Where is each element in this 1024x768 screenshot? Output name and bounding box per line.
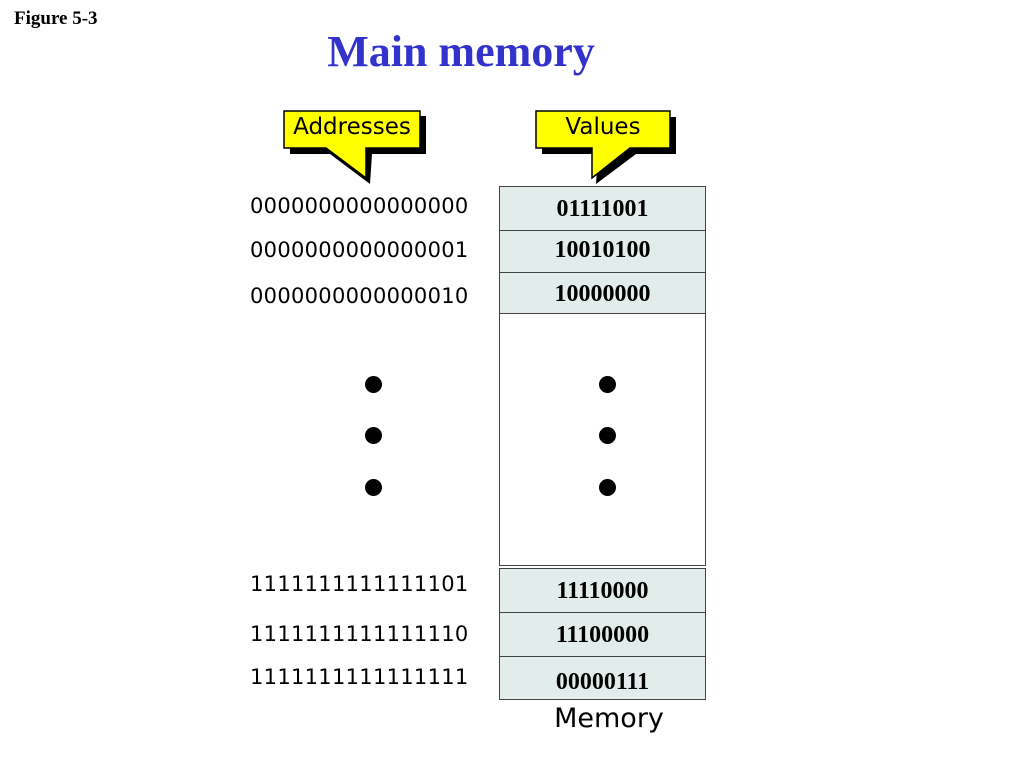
addresses-callout-bubble — [283, 110, 421, 180]
ellipsis-dot-address-2 — [365, 427, 382, 444]
address-row-bottom-2: 1111111111111111 — [250, 665, 469, 689]
memory-cell-0: 01111001 — [499, 186, 706, 231]
figure-label: Figure 5-3 — [14, 8, 98, 29]
memory-label: Memory — [554, 703, 664, 734]
addresses-callout-label: Addresses — [293, 114, 411, 140]
ellipsis-dot-memory-2 — [599, 427, 616, 444]
memory-cell-2: 10000000 — [499, 272, 706, 314]
address-row-1: 0000000000000001 — [250, 238, 469, 262]
address-row-0: 0000000000000000 — [250, 194, 469, 218]
page-title: Main memory — [327, 27, 595, 76]
memory-cell-1: 10010100 — [499, 230, 706, 273]
address-row-bottom-1: 1111111111111110 — [250, 622, 469, 646]
address-row-bottom-0: 1111111111111101 — [250, 572, 469, 596]
values-callout-bubble — [535, 110, 671, 180]
ellipsis-dot-memory-3 — [599, 479, 616, 496]
memory-cell-bottom-0: 11110000 — [499, 568, 706, 613]
values-callout-label: Values — [565, 114, 641, 140]
ellipsis-dot-address-3 — [365, 479, 382, 496]
memory-cell-bottom-1: 11100000 — [499, 612, 706, 657]
address-row-2: 0000000000000010 — [250, 284, 469, 308]
ellipsis-dot-memory-1 — [599, 376, 616, 393]
ellipsis-dot-address-1 — [365, 376, 382, 393]
memory-cell-bottom-2: 00000111 — [499, 656, 706, 700]
